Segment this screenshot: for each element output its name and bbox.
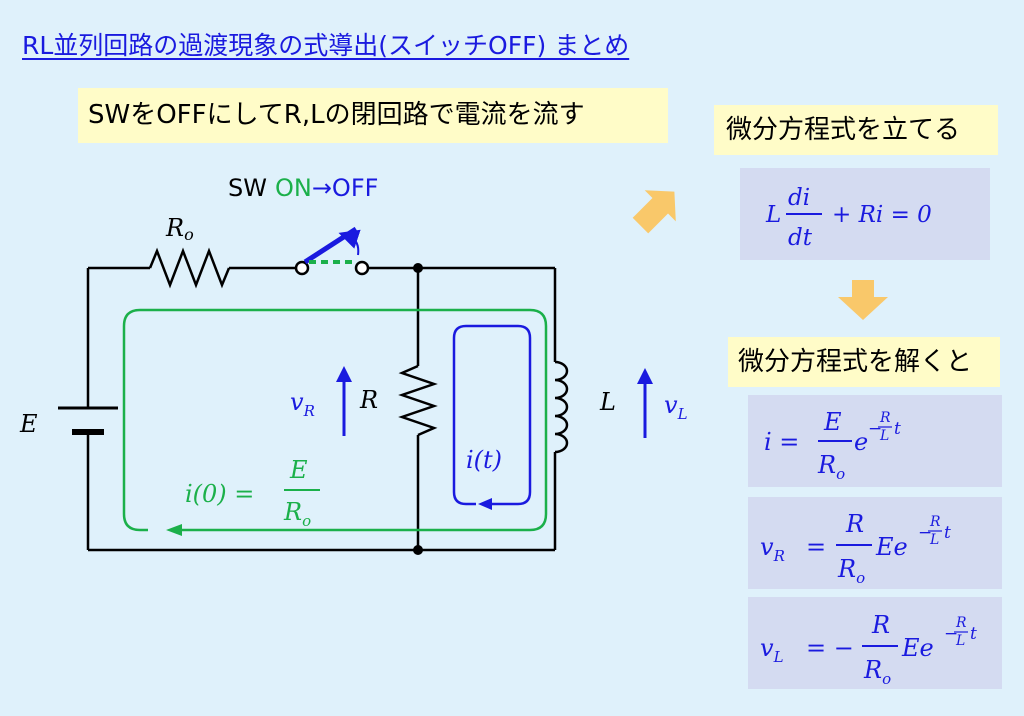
junction-top	[413, 263, 423, 273]
diffeq-rest: + Ri = 0	[832, 202, 932, 228]
vl-arrowhead	[637, 368, 653, 384]
vl-label: vL	[664, 391, 688, 423]
switch-terminal-right	[354, 260, 370, 276]
i-eq-exp-num: R	[879, 410, 891, 426]
i-solution-box	[748, 395, 1002, 487]
it-label: i(t)	[466, 446, 502, 474]
decaying-current-arrowhead	[478, 498, 492, 510]
vr-eq-exp-num: R	[929, 514, 941, 530]
i-eq-base: e	[854, 428, 868, 456]
i0-lhs: i(0) =	[185, 480, 254, 508]
resistor-r	[398, 364, 438, 437]
solve-note: 微分方程式を解くと	[728, 337, 1000, 387]
down-arrow	[838, 280, 888, 320]
vl-eq-exp-t: t	[970, 624, 977, 644]
vr-solution-box	[748, 497, 1002, 589]
diffeq-num: di	[788, 185, 810, 211]
diffeq-den: dt	[788, 225, 813, 251]
inductor-l	[554, 360, 569, 454]
i0-denominator: Ro	[283, 498, 311, 530]
i-eq-den: Ro	[817, 451, 845, 483]
vl-eq-lhs: vL	[760, 634, 784, 666]
switch-open-arrow	[338, 229, 361, 256]
i-eq-exp-t: t	[894, 419, 901, 439]
i-eq-num: E	[823, 408, 842, 436]
vl-eq-den: Ro	[863, 656, 891, 688]
initial-current-loop	[122, 308, 548, 532]
i-eq-lhs: i =	[764, 428, 799, 456]
ro-label: Ro	[165, 214, 194, 244]
diffeq-L: L	[765, 202, 781, 228]
initial-current-arrowhead	[166, 524, 182, 536]
decaying-current-loop	[452, 324, 532, 506]
switch-blade	[303, 226, 358, 265]
vl-eq-num: R	[871, 611, 890, 639]
vr-eq-exp-den: L	[929, 532, 939, 548]
i-eq-exp-sign: −	[868, 419, 882, 439]
vr-eq-eq: =	[806, 533, 826, 561]
page-title: RL並列回路の過渡現象の式導出(スイッチOFF) まとめ	[22, 31, 630, 60]
diff-eq-box	[740, 168, 990, 260]
r-label: R	[359, 386, 378, 414]
right-up-arrow	[632, 190, 676, 234]
vr-eq-tail: Ee	[875, 533, 908, 561]
vl-eq-exp-sign: −	[944, 624, 958, 644]
vr-eq-den: Ro	[837, 555, 865, 587]
vr-eq-exp-t: t	[944, 523, 951, 543]
e-label: E	[19, 410, 38, 438]
main-note: SWをOFFにしてR,Lの閉回路で電流を流す	[78, 88, 668, 143]
i-eq-exp-den: L	[879, 428, 889, 444]
vl-eq-eq: = −	[806, 634, 854, 662]
junction-bottom	[413, 545, 423, 555]
switch-terminal-left	[294, 260, 310, 276]
vr-eq-num: R	[845, 510, 864, 538]
l-label: L	[599, 388, 616, 416]
vr-eq-lhs: vR	[760, 533, 785, 565]
vr-eq-exp-sign: −	[918, 523, 932, 543]
vl-eq-exp-den: L	[955, 633, 965, 649]
vr-label: vR	[290, 388, 315, 420]
vl-eq-exp-num: R	[955, 615, 967, 631]
vl-solution-box	[748, 597, 1002, 689]
diff-eq-note: 微分方程式を立てる	[714, 105, 998, 155]
vr-arrowhead	[336, 366, 352, 382]
resistor-ro	[148, 247, 231, 289]
i0-numerator: E	[289, 456, 308, 484]
vl-eq-tail: Ee	[901, 634, 934, 662]
